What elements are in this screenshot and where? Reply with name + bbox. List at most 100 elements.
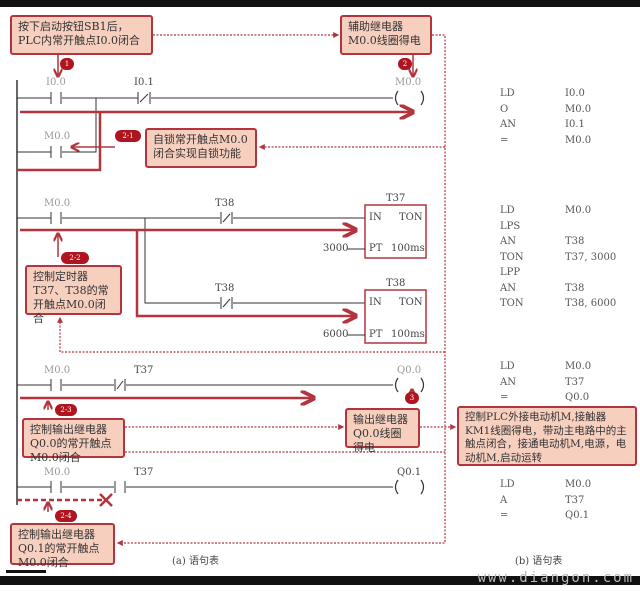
contact-label: I0.0 [46, 77, 66, 88]
statement-row: = M0.0 [500, 133, 591, 149]
timer-pt: PT [369, 243, 383, 254]
step-badge: 2-2 [61, 252, 89, 264]
statement-row: TON T37, 3000 [500, 250, 616, 266]
opcode: LD [500, 205, 515, 216]
step-badge: 2-1 [115, 130, 141, 142]
operand: T37 [565, 376, 585, 388]
timer-preset: 3000 [323, 243, 349, 254]
timer-type: TON [399, 297, 423, 308]
operand: M0.0 [565, 361, 592, 372]
step-badge: 3 [405, 392, 419, 404]
opcode: = [500, 392, 509, 403]
operand: M0.0 [565, 103, 592, 115]
statement-row: LPS [500, 219, 616, 235]
statement-row: AN T37 [500, 375, 591, 391]
contact-label: M0.0 [44, 467, 71, 478]
statement-row: TON T38, 6000 [500, 296, 616, 312]
statement-row: AN T38 [500, 234, 616, 250]
note-start-button: 按下启动按钮SB1后，PLC内常开触点I0.0闭合 [10, 15, 153, 55]
statement-row: LD M0.0 [500, 203, 616, 219]
contact-label: I0.1 [134, 77, 154, 88]
statement-row: LD I0.0 [500, 86, 591, 102]
timer-in: IN [369, 297, 382, 308]
operand: Q0.1 [565, 510, 590, 521]
note-q01-contact: 控制输出继电器Q0.1的常开触点M0.0闭合 [10, 523, 115, 569]
opcode: AN [500, 282, 516, 294]
opcode: = [500, 510, 509, 521]
caption-a: (a) 语句表 [172, 556, 219, 567]
statement-row: AN T38 [500, 281, 616, 297]
step-badge: 2-4 [55, 510, 77, 522]
opcode: AN [500, 119, 516, 130]
timer-preset: 6000 [323, 329, 349, 340]
contact-label: T38 [215, 198, 235, 209]
bottom-mark [6, 570, 46, 573]
contact-label: T38 [215, 283, 235, 294]
contact-label: M0.0 [44, 131, 71, 142]
statement-row: A T37 [500, 493, 591, 509]
opcode: AN [500, 376, 516, 388]
operand: T37, 3000 [565, 251, 617, 263]
statement-row: AN I0.1 [500, 117, 591, 133]
contact-label: M0.0 [44, 365, 71, 376]
statement-row: = Q0.0 [500, 390, 591, 406]
operand: M0.0 [565, 205, 592, 216]
timer-label: T38 [386, 278, 406, 289]
opcode: A [500, 494, 508, 506]
opcode: LPP [500, 267, 521, 278]
contact-label: T37 [134, 467, 154, 478]
operand: M0.0 [565, 479, 592, 490]
coil-label: Q0.1 [397, 467, 422, 478]
opcode: LPS [500, 220, 521, 232]
step-badge: 2-3 [55, 404, 77, 416]
statement-row: LD M0.0 [500, 477, 591, 493]
note-q00-coil: 输出继电器Q0.0线圈得电 [345, 408, 420, 454]
opcode: TON [500, 298, 524, 309]
operand: T38, 6000 [565, 298, 617, 309]
statement-row: LD M0.0 [500, 359, 591, 375]
timer-label: T37 [386, 193, 406, 204]
operand: T38 [565, 282, 585, 294]
coil-label: Q0.0 [397, 365, 422, 376]
opcode: AN [500, 236, 516, 247]
opcode: = [500, 134, 509, 146]
coil-label: M0.0 [395, 77, 422, 88]
statement-row: LPP [500, 265, 616, 281]
opcode: O [500, 103, 509, 115]
statement-row: = Q0.1 [500, 508, 591, 524]
note-self-lock: 自锁常开触点M0.0闭合实现自锁功能 [145, 128, 257, 168]
timer-type: TON [399, 212, 423, 223]
contact-label: T37 [134, 365, 154, 376]
opcode: LD [500, 479, 515, 490]
opcode: LD [500, 361, 515, 372]
operand: T38 [565, 236, 585, 247]
step-badge: 2 [398, 58, 412, 70]
timer-unit: 100ms [391, 329, 425, 340]
step-badge: 1 [60, 58, 74, 70]
note-aux-relay: 辅助继电器M0.0线圈得电 [340, 15, 432, 55]
opcode: LD [500, 88, 515, 99]
operand: I0.0 [565, 88, 585, 99]
operand: M0.0 [565, 134, 592, 146]
note-q00-contact: 控制输出继电器Q0.0的常开触点M0.0闭合 [22, 418, 125, 464]
timer-in: IN [369, 212, 382, 223]
note-timer-contact: 控制定时器T37、T38的常开触点M0.0闭合 [25, 265, 122, 325]
timer-unit: 100ms [391, 243, 425, 254]
contact-label: M0.0 [44, 198, 71, 209]
bottom-border [0, 576, 640, 585]
statement-row: O M0.0 [500, 102, 591, 118]
timer-pt: PT [369, 329, 383, 340]
caption-b: (b) 语句表 [515, 556, 563, 567]
operand: T37 [565, 494, 585, 506]
opcode: TON [500, 251, 524, 263]
top-border [0, 0, 640, 7]
operand: I0.1 [565, 119, 585, 130]
note-motor: 控制PLC外接电动机M,接触器KM1线圈得电，带动主电路中的主触点闭合，接通电动… [457, 406, 637, 466]
operand: Q0.0 [565, 392, 590, 403]
